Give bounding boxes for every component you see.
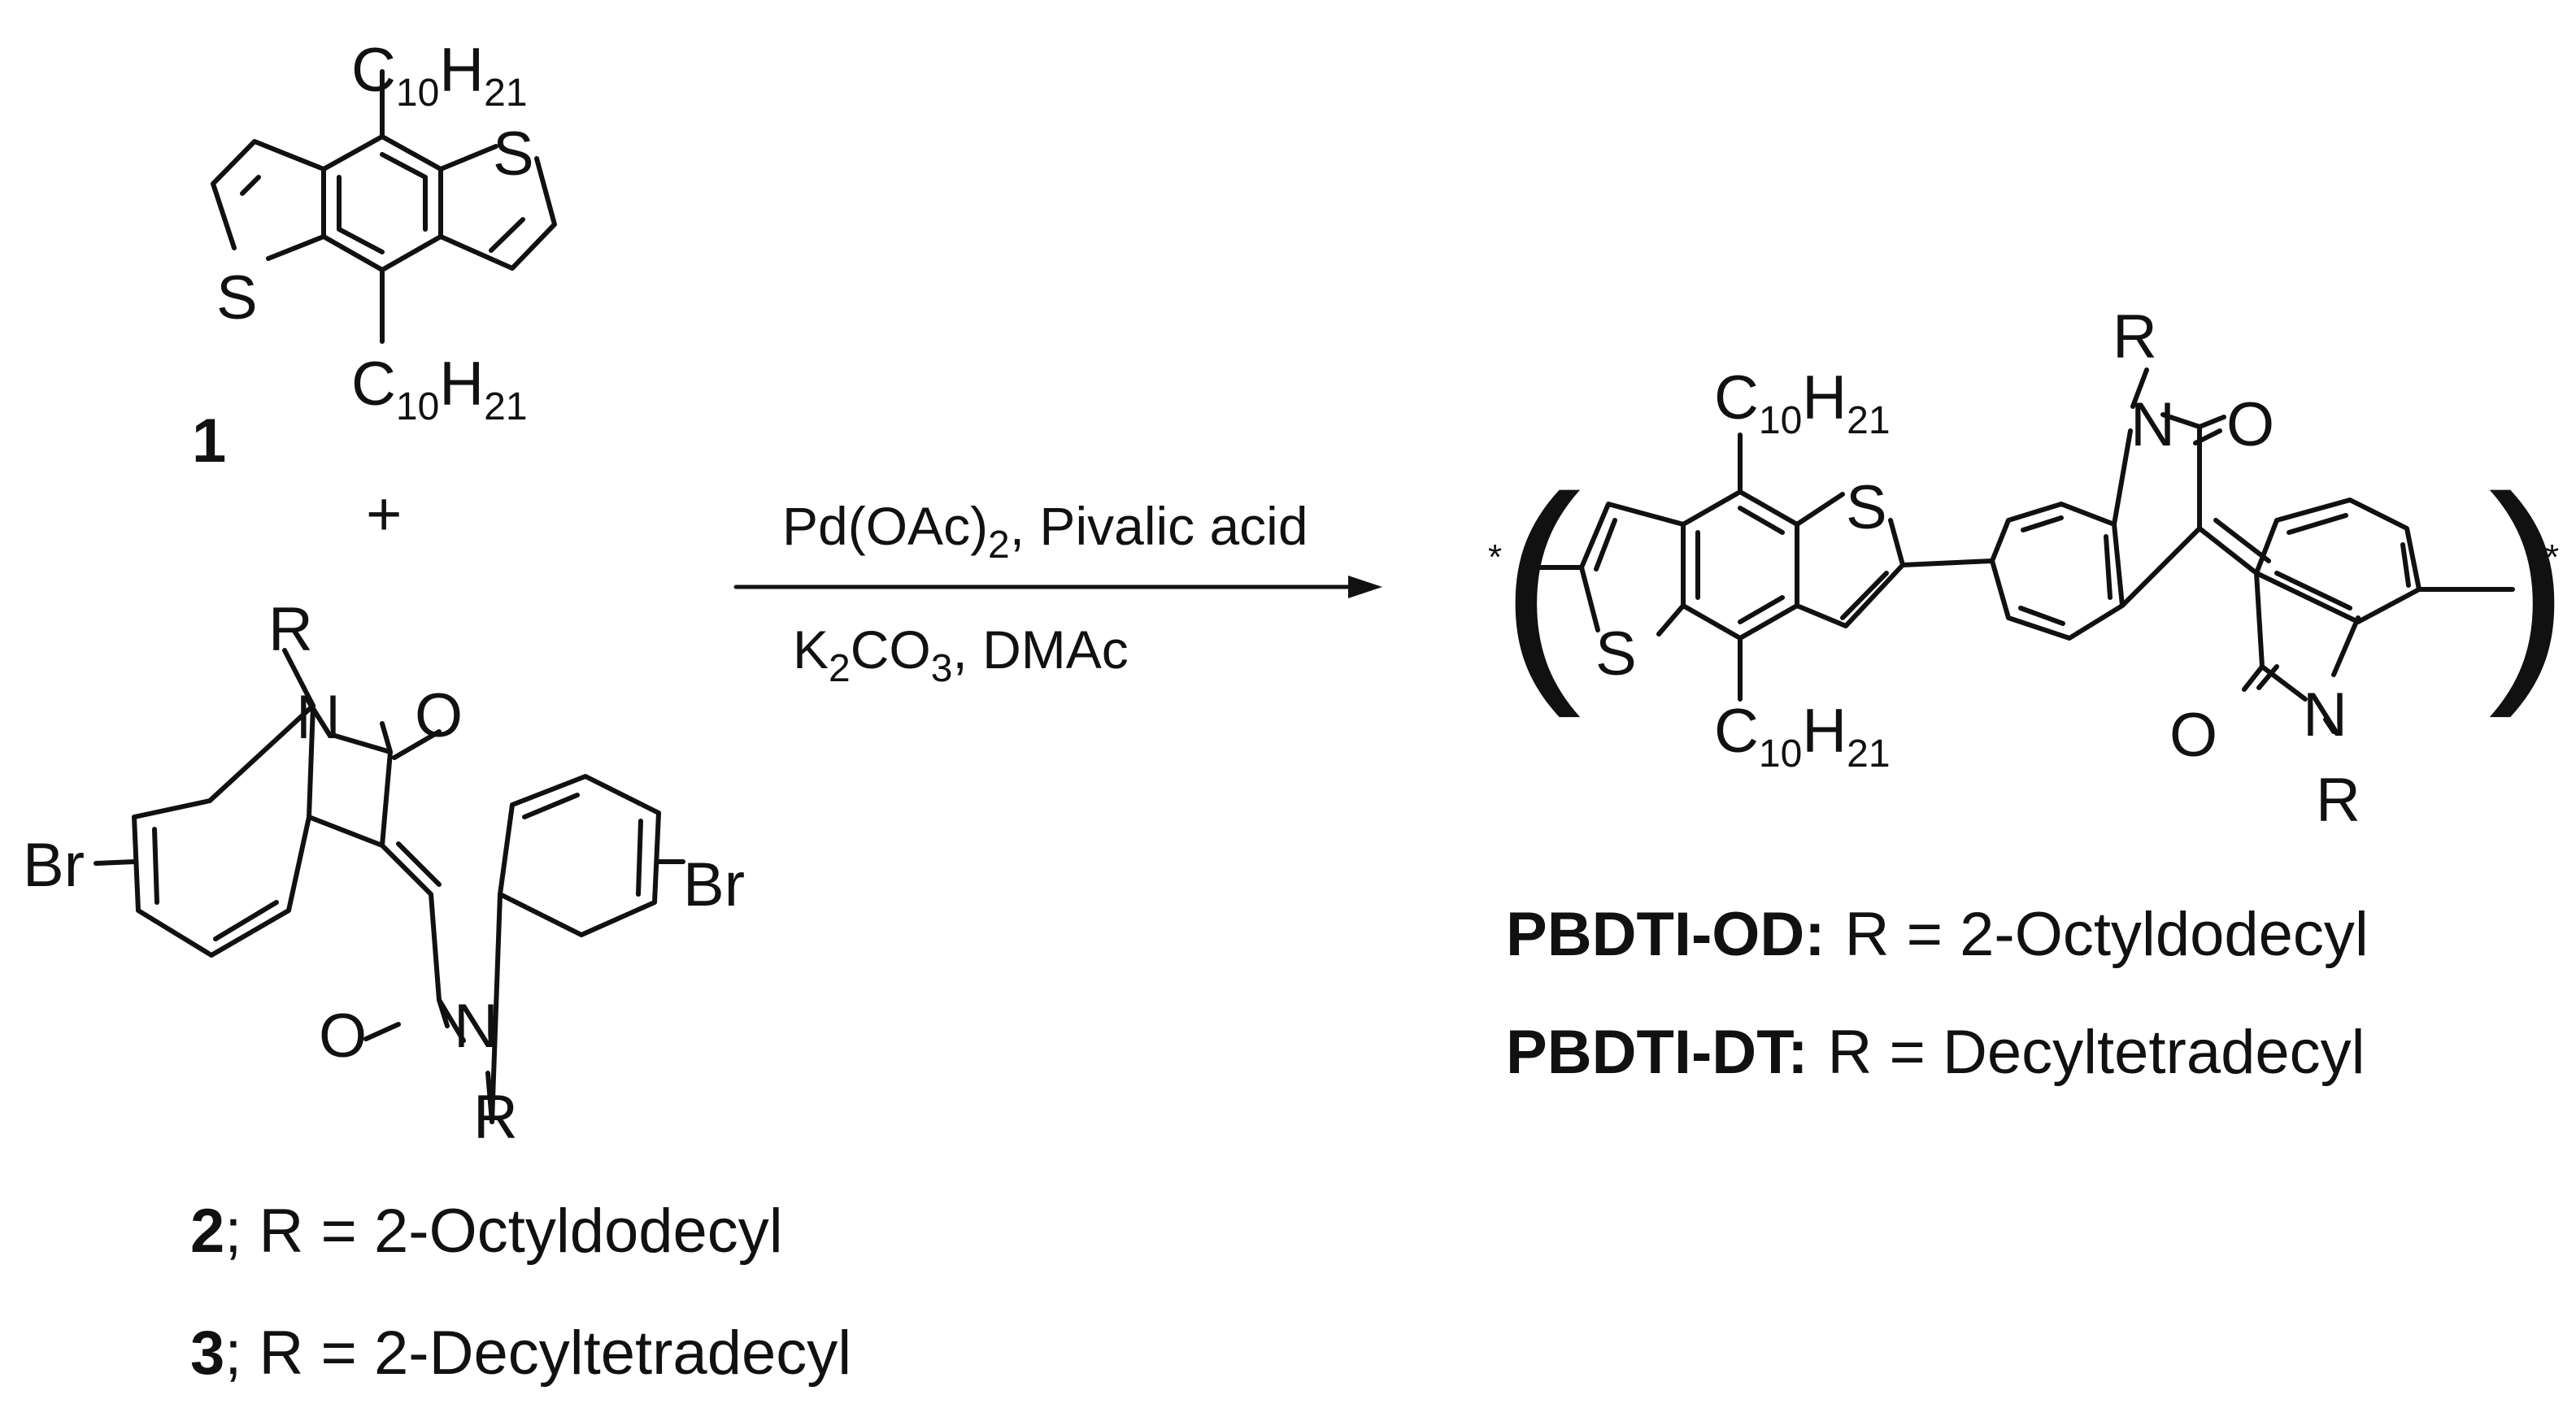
r-group-label: R bbox=[2113, 302, 2157, 372]
nitrogen-atom-label: N bbox=[454, 992, 498, 1061]
compound-1-number: 1 bbox=[192, 406, 226, 476]
nitrogen-atom-label: N bbox=[2130, 390, 2175, 459]
monomer-2-label: 2; R = 2-Octyldodecyl bbox=[190, 1197, 783, 1266]
oxygen-atom-label: O bbox=[319, 1002, 367, 1071]
reaction-arrow bbox=[733, 576, 1382, 598]
polymer-label-dt: PBDTI-DT:R = Decyltetradecyl bbox=[1506, 1018, 2365, 1087]
r-group-label: R bbox=[268, 595, 313, 664]
plus-sign: + bbox=[366, 480, 402, 549]
sulfur-atom-label: S bbox=[216, 263, 258, 332]
compound-1-bonds bbox=[211, 69, 557, 344]
sulfur-atom-label: S bbox=[1595, 619, 1637, 689]
compound-1-structure: S S C10H21 C10H21 1 bbox=[192, 36, 557, 476]
polymer-bonds bbox=[1526, 367, 2515, 734]
left-bracket: ( bbox=[1500, 445, 1582, 720]
right-bracket: ) bbox=[2488, 445, 2569, 720]
bromine-atom-label: Br bbox=[23, 831, 85, 900]
oxygen-atom-label: O bbox=[415, 681, 463, 750]
oxygen-atom-label: O bbox=[2226, 390, 2274, 459]
nitrogen-atom-label: N bbox=[2303, 680, 2348, 750]
condition-line-2: K2CO3, DMAc bbox=[793, 619, 1129, 690]
r-group-label: R bbox=[473, 1083, 518, 1152]
monomer-3-label: 3; R = 2-Decyltetradecyl bbox=[190, 1319, 851, 1388]
bromine-atom-label: Br bbox=[683, 850, 745, 919]
sulfur-atom-label: S bbox=[1846, 473, 1887, 542]
end-group-star: * bbox=[2545, 537, 2559, 577]
sulfur-atom-label: S bbox=[493, 120, 534, 189]
decyl-substituent-bottom: C10H21 bbox=[351, 350, 528, 428]
polymer-structure: ( ) * * S S C10H21 C10H21 R N O O N R bbox=[1488, 302, 2569, 835]
r-group-label: R bbox=[2316, 766, 2361, 835]
condition-line-1: Pd(OAc)2, Pivalic acid bbox=[782, 496, 1308, 567]
oxygen-atom-label: O bbox=[2169, 701, 2217, 770]
isoindigo-bonds bbox=[94, 648, 685, 1124]
decyl-substituent-top: C10H21 bbox=[1714, 363, 1891, 442]
decyl-substituent-top: C10H21 bbox=[351, 36, 528, 115]
end-group-star: * bbox=[1488, 537, 1502, 577]
polymer-label-od: PBDTI-OD:R = 2-Octyldodecyl bbox=[1506, 900, 2369, 969]
nitrogen-atom-label: N bbox=[296, 683, 341, 752]
decyl-substituent-bottom: C10H21 bbox=[1714, 697, 1891, 776]
compound-2-3-structure: R N O Br Br O N R 2; R = 2-Octyldodecyl … bbox=[23, 595, 851, 1388]
